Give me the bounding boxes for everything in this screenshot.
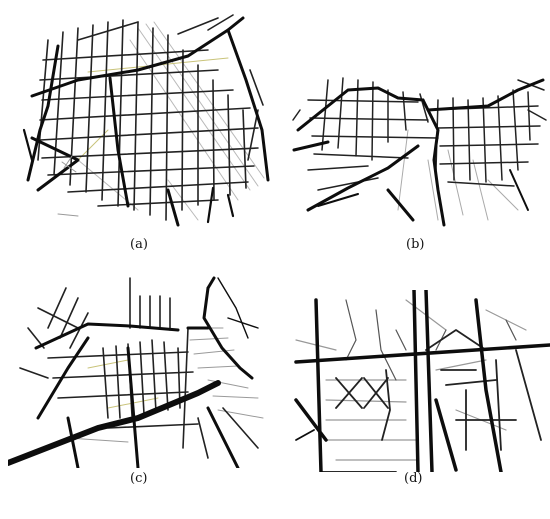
panel-d bbox=[286, 290, 550, 472]
road-network-c bbox=[8, 276, 264, 468]
panel-b bbox=[288, 70, 550, 232]
road-network-b bbox=[292, 77, 547, 227]
road-network-a bbox=[22, 14, 270, 227]
caption-a: (a) bbox=[130, 237, 148, 252]
caption-c: (c) bbox=[130, 471, 148, 486]
caption-d: (d) bbox=[404, 471, 423, 486]
panel-c bbox=[8, 268, 280, 468]
panel-a bbox=[18, 10, 280, 232]
road-network-d bbox=[294, 290, 550, 472]
caption-b: (b) bbox=[406, 237, 425, 252]
